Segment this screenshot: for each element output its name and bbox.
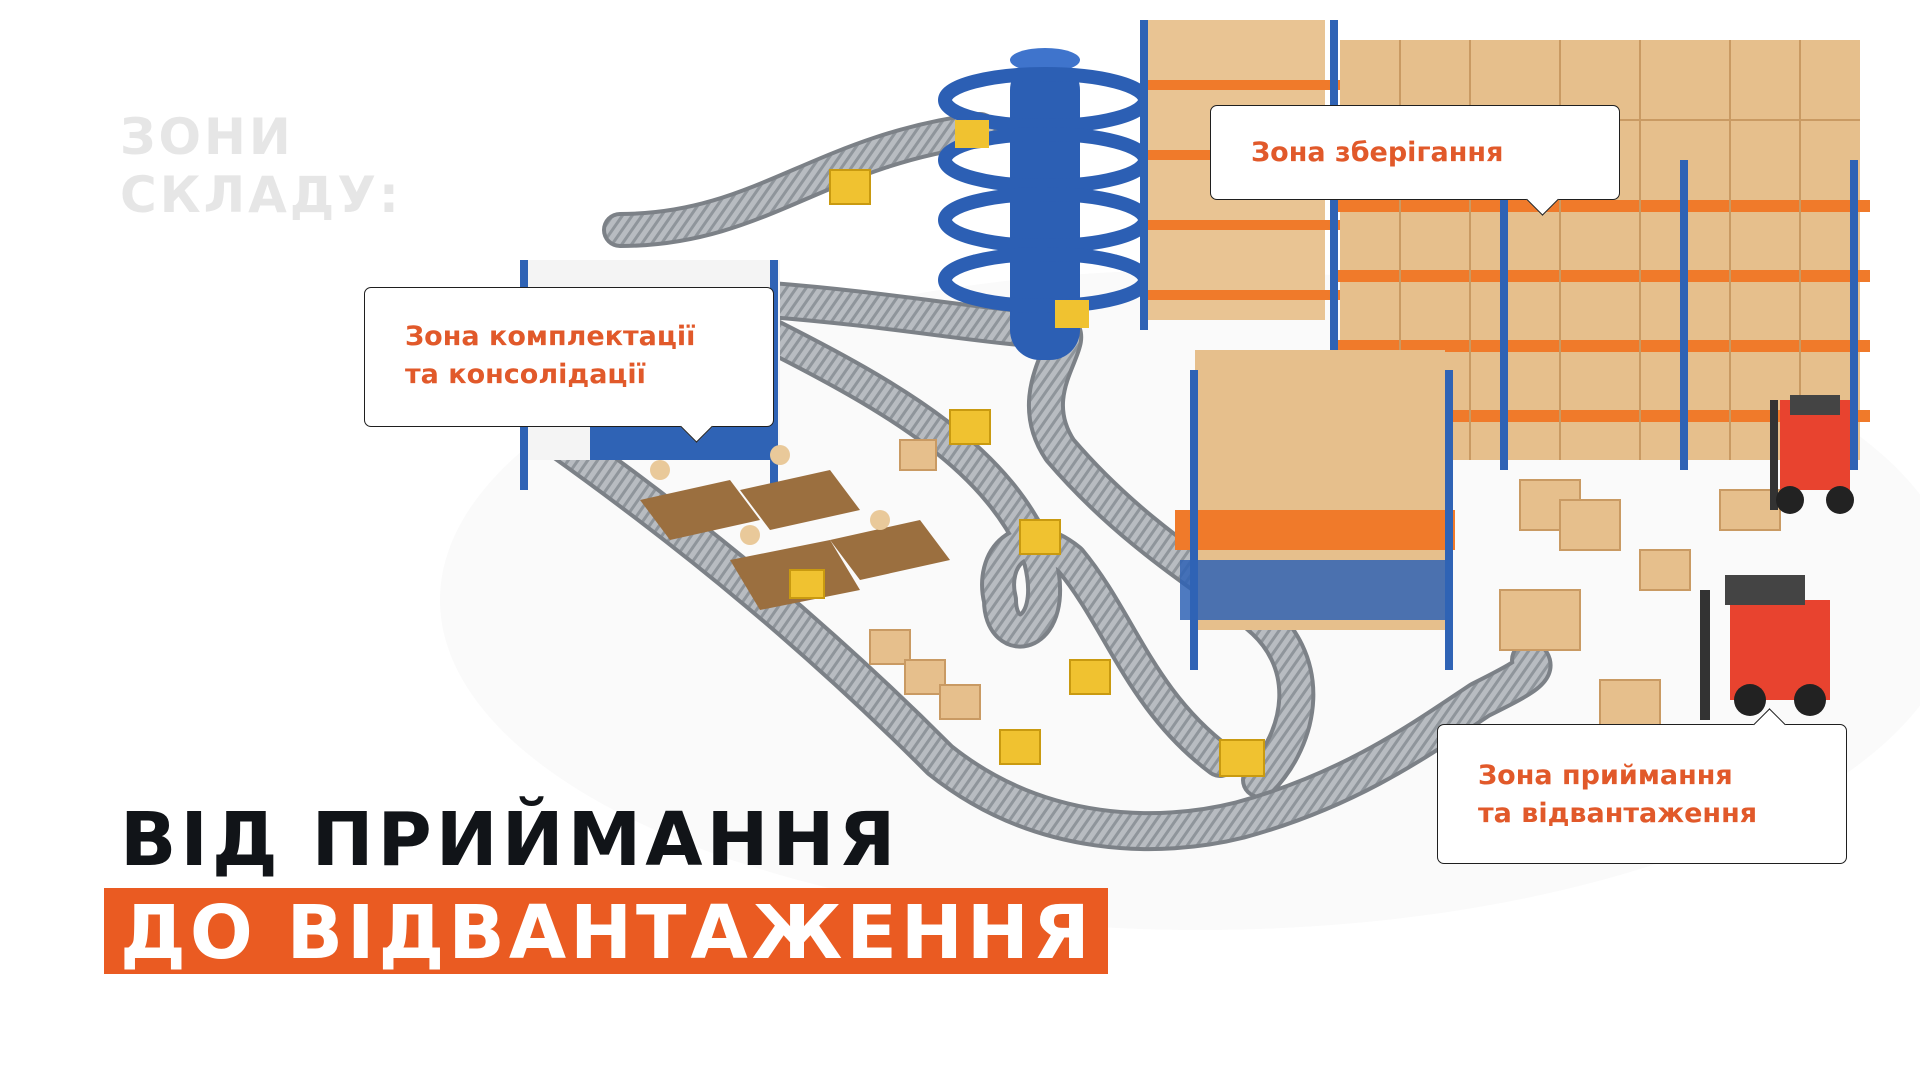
forklift-2 bbox=[1700, 575, 1830, 720]
callout-storage-label: Зона зберігання bbox=[1251, 137, 1504, 168]
callout-storage-zone: Зона зберігання bbox=[1210, 105, 1620, 216]
headline-line-2: ДО ВІДВАНТАЖЕННЯ bbox=[120, 890, 1094, 976]
boxes bbox=[869, 439, 1781, 731]
section-kicker: ЗОНИ СКЛАДУ: bbox=[120, 108, 402, 224]
yellow-totes bbox=[789, 169, 1265, 777]
forklift-1 bbox=[1770, 395, 1854, 514]
kicker-line-1: ЗОНИ bbox=[120, 108, 294, 166]
callout-picking-line-1: Зона комплектації bbox=[405, 321, 696, 352]
kicker-line-2: СКЛАДУ: bbox=[120, 166, 402, 224]
callout-receiving-line-1: Зона приймання bbox=[1478, 760, 1733, 791]
callout-receiving-line-2: та відвантаження bbox=[1478, 798, 1758, 829]
headline-highlight-box bbox=[104, 888, 1108, 974]
callout-picking-zone: Зона комплектації та консолідації bbox=[364, 287, 774, 443]
callout-picking-line-2: та консолідації bbox=[405, 359, 646, 390]
headline-line-1: ВІД ПРИЙМАННЯ bbox=[120, 797, 900, 883]
callout-receiving-zone: Зона приймання та відвантаження bbox=[1437, 708, 1847, 864]
